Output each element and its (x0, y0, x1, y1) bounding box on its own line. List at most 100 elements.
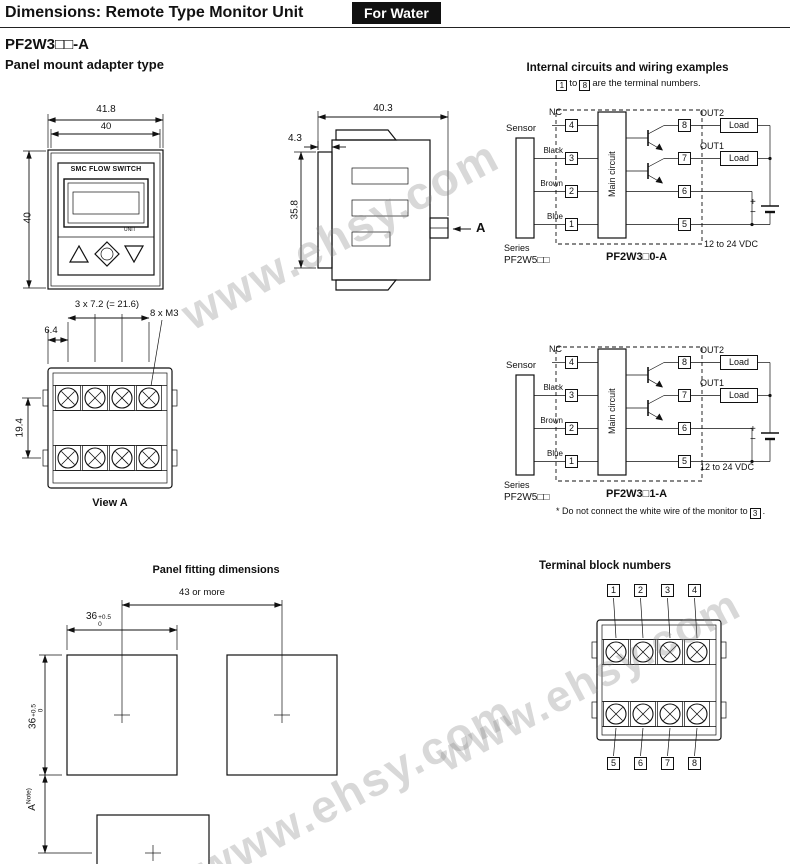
circuit-footnote: * Do not connect the white wire of the m… (556, 506, 765, 519)
series-label-2: Series (504, 480, 530, 490)
section-subtitle: Panel mount adapter type (5, 57, 164, 72)
dim-spacing-label: 43 or more (179, 587, 225, 598)
row-pitch-label: ANote) (26, 777, 39, 821)
terminal-number-3: 3 (661, 584, 674, 597)
display-title: SMC FLOW SWITCH (70, 166, 142, 173)
out1-label-2: OUT1 (700, 378, 725, 388)
dim-body-width-label: 40 (100, 121, 112, 132)
dim-height-label: 40 (22, 212, 34, 224)
nc-label-2: NC (549, 344, 562, 354)
out1-label-1: OUT1 (700, 141, 725, 151)
terminal-number-7: 7 (661, 757, 674, 770)
output-terminal-8: 8 (678, 119, 691, 132)
dim-pitch-label: 3 x 7.2 (= 21.6) (74, 299, 140, 310)
load-box-2b: Load (720, 388, 758, 403)
terminal-note-to: to (569, 78, 578, 89)
output-terminal-7b: 7 (678, 389, 691, 402)
dim-plate-label: 4.3 (288, 133, 302, 144)
input-terminal-1b: 1 (565, 455, 578, 468)
model-number: PF2W3□□-A (5, 36, 89, 53)
wire-black-label-2: Black (543, 383, 563, 392)
terminal-number-8: 8 (688, 757, 701, 770)
plus-label-2: + (750, 424, 756, 435)
dim-side-height-label: 35.8 (289, 200, 301, 220)
circuits-heading: Internal circuits and wiring examples (526, 62, 729, 74)
header-rule (0, 27, 790, 28)
terminal-number-2: 2 (634, 584, 647, 597)
wire-brown-label-1: Brown (540, 179, 563, 188)
view-a-caption: View A (92, 497, 128, 509)
input-terminal-3: 3 (565, 152, 578, 165)
input-terminal-4: 4 (565, 119, 578, 132)
voltage-label-1: 12 to 24 VDC (704, 239, 759, 249)
input-terminal-4b: 4 (565, 356, 578, 369)
footnote-period: . (762, 506, 766, 516)
dim-outer-width-label: 41.8 (96, 104, 116, 115)
output-terminal-6b: 6 (678, 422, 691, 435)
circuit-model-label-2: PF2W3□1-A (606, 488, 668, 500)
dim-screws-label: 8 x M3 (150, 308, 179, 319)
cutout-height-value: 36 (27, 717, 39, 729)
load-box-2a: Load (720, 355, 758, 370)
load-box-1a: Load (720, 118, 758, 133)
input-terminal-2: 2 (565, 185, 578, 198)
terminal-block-drawing (591, 597, 727, 757)
row-pitch-value: A (26, 804, 38, 811)
footnote-text: * Do not connect the white wire of the m… (556, 506, 748, 516)
input-terminal-1: 1 (565, 218, 578, 231)
cutout-width-value: 36 (86, 611, 98, 622)
voltage-label-2: 12 to 24 VDC (700, 462, 755, 472)
main-circuit-label-1: Main circuit (606, 151, 617, 197)
water-badge: For Water (352, 2, 441, 24)
terminal-number-1: 1 (607, 584, 620, 597)
minus-label-2: − (750, 434, 756, 445)
row-pitch-note: Note) (25, 788, 33, 805)
footnote-terminal-3: 3 (749, 508, 761, 519)
load-box-1b: Load (720, 151, 758, 166)
out2-label-2: OUT2 (700, 345, 725, 355)
series-model-label-1: PF2W5□□ (504, 255, 550, 266)
wire-black-label-1: Black (543, 146, 563, 155)
series-model-label-2: PF2W5□□ (504, 492, 550, 503)
wire-blue-label-1: Blue (546, 212, 563, 221)
terminal-note-rest: are the terminal numbers. (592, 78, 701, 89)
view-a-arrow-label: A (476, 220, 486, 235)
terminal-number-5: 5 (607, 757, 620, 770)
dim-rows-label: 19.4 (14, 418, 26, 438)
side-view-drawing (294, 111, 471, 291)
input-terminal-3b: 3 (565, 389, 578, 402)
view-a-drawing (22, 314, 178, 489)
panel-fitting-heading: Panel fitting dimensions (152, 564, 280, 576)
tol-bottom: 0 (98, 620, 102, 628)
nc-label-1: NC (549, 107, 562, 117)
minus-label-1: − (750, 207, 756, 218)
terminal-note-num-8: 8 (579, 80, 591, 91)
unit-label: UNIT (124, 227, 136, 233)
plus-label-1: + (750, 197, 756, 208)
circuit-diagram-2 (515, 346, 779, 482)
tol-bottom: 0 (37, 708, 44, 713)
output-terminal-6: 6 (678, 185, 691, 198)
terminal-note-num-1: 1 (556, 80, 568, 91)
output-terminal-5: 5 (678, 218, 691, 231)
output-terminal-8b: 8 (678, 356, 691, 369)
wire-brown-label-2: Brown (540, 416, 563, 425)
dim-depth-label: 40.3 (373, 103, 393, 114)
terminal-number-6: 6 (634, 757, 647, 770)
output-terminal-5b: 5 (678, 455, 691, 468)
output-terminal-7: 7 (678, 152, 691, 165)
main-circuit-label-2: Main circuit (606, 388, 617, 434)
panel-fitting-drawing (38, 600, 338, 864)
sensor-label-2: Sensor (506, 360, 537, 371)
terminal-block-heading: Terminal block numbers (538, 560, 672, 572)
circuit-diagram-1 (515, 109, 779, 245)
circuit-model-label-1: PF2W3□0-A (606, 251, 668, 263)
front-view-drawing (23, 114, 164, 290)
page-title: Dimensions: Remote Type Monitor Unit (5, 4, 304, 21)
